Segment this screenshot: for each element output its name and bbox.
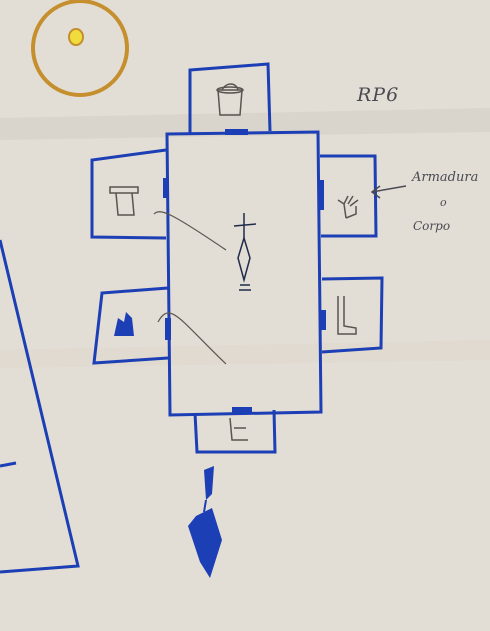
hand-icon — [337, 195, 359, 219]
seat-left-upper — [90, 148, 169, 240]
seat-bottom — [193, 407, 277, 454]
seat-left-lower — [92, 286, 171, 365]
sword-icon — [233, 213, 257, 291]
annotation-line-1: Armadura — [412, 170, 479, 185]
pencil-stroke-upper — [153, 211, 227, 251]
annotation-line-2: o — [440, 196, 447, 209]
annotation-line-3: Corpo — [413, 219, 451, 233]
left-sheet-outline — [0, 239, 80, 574]
seat-right-upper — [318, 154, 378, 238]
left-tick — [0, 461, 17, 468]
paper-fold-shadow — [0, 108, 490, 140]
boot-icon — [337, 296, 357, 335]
circle-marker — [31, 0, 129, 97]
table-icon — [109, 186, 139, 216]
sheet-code: RP6 — [357, 84, 400, 106]
annotation-arrow — [370, 185, 407, 199]
chair-icon — [229, 417, 248, 441]
pen-icon — [188, 466, 222, 578]
seat-top — [188, 62, 272, 135]
seat-right-lower — [320, 276, 384, 354]
figure-icon — [114, 312, 134, 336]
pencil-stroke-lower — [157, 312, 227, 365]
pot-icon — [216, 83, 244, 116]
